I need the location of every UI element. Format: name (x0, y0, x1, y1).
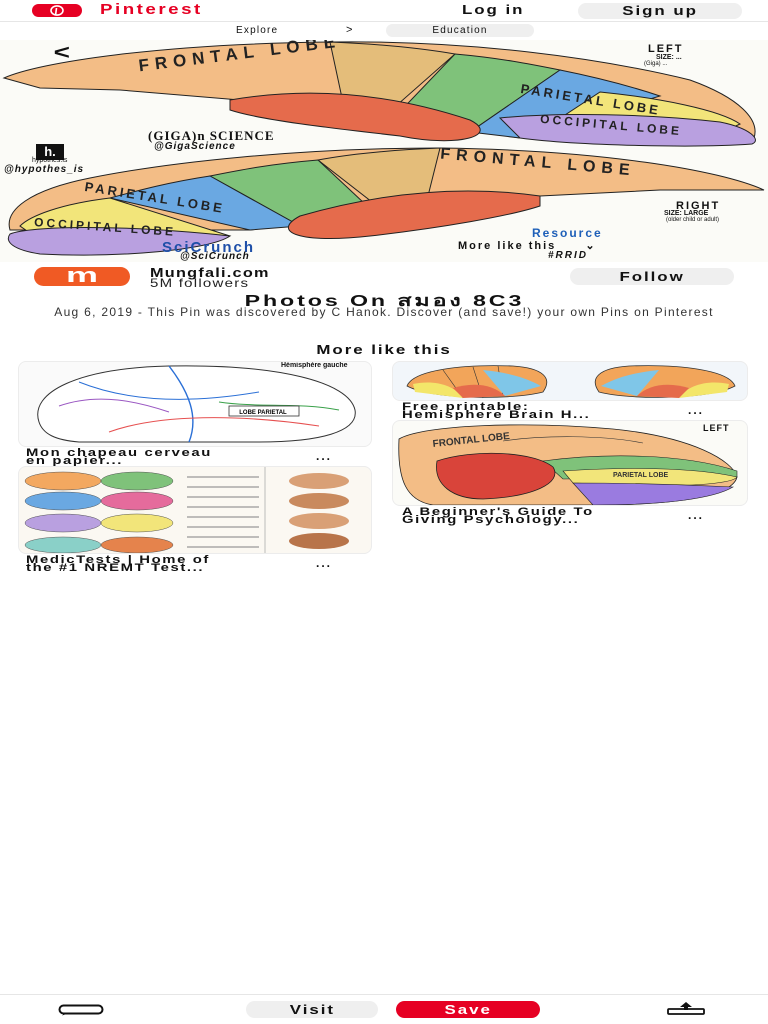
pinterest-icon (50, 5, 64, 16)
pin-card-title-line2: en papier... (26, 455, 124, 467)
hypothesis-caption: hypothes.is (32, 157, 68, 164)
more-like-this-heading: More like this (0, 342, 768, 357)
rrid-text: #RRID (548, 250, 589, 261)
scicrunch-handle: @SciCrunch (180, 251, 250, 262)
pin-card-title-line2: Hemisphere Brain H... (402, 409, 591, 421)
breadcrumb-explore[interactable]: Explore (236, 25, 279, 36)
creator-name[interactable]: Mungfali.com (150, 265, 270, 280)
svg-text:PARIETAL LOBE: PARIETAL LOBE (613, 472, 669, 479)
top-bar: Pinterest Log in Sign up (0, 0, 768, 22)
more-options-icon[interactable]: ... (688, 403, 705, 417)
creator-followers: 5M followers (150, 276, 250, 290)
card-image-caption: Hémisphère gauche (281, 362, 348, 369)
bottom-action-bar: Visit Save (0, 994, 768, 1024)
save-button[interactable]: Save (396, 1001, 540, 1018)
left-size: SIZE: ... (656, 54, 682, 61)
pin-title: Photos On สมอง 8C3 (0, 289, 768, 314)
top-brain (2, 41, 756, 147)
brain-lobes-illustration (2, 41, 765, 256)
signup-button[interactable]: Sign up (578, 3, 742, 19)
comment-icon-glyph (58, 1004, 104, 1016)
pin-card-title-line1: Mon chapeau cerveau (26, 447, 212, 459)
pin-card-image[interactable] (392, 361, 748, 401)
pin-description: Aug 6, 2019 - This Pin was discovered by… (54, 305, 714, 319)
follow-button[interactable]: Follow (570, 268, 734, 285)
more-options-icon[interactable]: ... (688, 508, 705, 522)
beginners-guide-brain-image: FRONTAL LOBE PARIETAL LOBE (398, 424, 738, 505)
pin-card-image[interactable] (18, 466, 372, 554)
pinterest-logo[interactable] (32, 4, 82, 17)
pin-card-image[interactable]: FRONTAL LOBE PARIETAL LOBE LEFT (392, 420, 748, 506)
svg-text:LOBE PARIETAL: LOBE PARIETAL (239, 410, 287, 416)
brand-name[interactable]: Pinterest (100, 1, 203, 18)
more-options-icon[interactable]: ... (316, 556, 333, 570)
pin-card-title-line1: MedicTests | Home of (26, 554, 211, 566)
pin-card[interactable]: Free printable: Hemisphere Brain H... ..… (392, 361, 748, 421)
share-icon-glyph (667, 1002, 705, 1015)
pin-title-text: Photos On สมอง 8C3 (244, 293, 524, 310)
left-label: LEFT (648, 43, 684, 55)
medictests-chart-image (24, 467, 349, 553)
pin-card-title[interactable]: A Beginner's Guide To Giving Psychology.… (402, 507, 592, 526)
right-label: RIGHT (676, 200, 721, 212)
hemisphere-printable-image (406, 365, 736, 399)
right-size: SIZE: LARGE (664, 210, 709, 217)
visit-label: Visit (289, 1002, 335, 1017)
avatar[interactable]: m (34, 267, 130, 286)
breadcrumb: Explore > Education (0, 24, 768, 38)
gigascience-logo: (GIGA)n SCIENCE (148, 128, 275, 143)
pin-card[interactable]: FRONTAL LOBE PARIETAL LOBE LEFT A Beginn… (392, 420, 748, 526)
login-button[interactable]: Log in (462, 2, 525, 17)
avatar-letter: m (65, 267, 99, 286)
brain-sketch-image: LOBE PARIETAL (37, 365, 356, 443)
hypothesis-handle: @hypothes_is (4, 164, 85, 175)
pin-card-title[interactable]: Mon chapeau cerveau en papier... (26, 448, 210, 467)
scicrunch-logo: SciCrunch (162, 239, 256, 256)
breadcrumb-separator: > (346, 24, 354, 36)
pin-card-title-line1: Free printable: (402, 401, 530, 413)
pin-card-title-line2: the #1 NREMT Test... (26, 562, 205, 574)
pin-image[interactable]: < FRONTAL LOBE PARIETAL LOBE OCCIPITAL L… (0, 40, 768, 262)
back-arrow-icon[interactable]: < (53, 42, 71, 64)
pin-card-title-line1: A Beginner's Guide To (402, 506, 594, 518)
pin-card-title[interactable]: Free printable: Hemisphere Brain H... (402, 402, 589, 421)
more-like-this-overlay[interactable]: More like this ⌄ (458, 239, 597, 252)
bottom-brain (8, 147, 765, 256)
card-image-caption: LEFT (703, 423, 730, 433)
pin-card-title-line2: Giving Psychology... (402, 514, 580, 526)
pin-card[interactable]: LOBE PARIETAL Hémisphère gauche Mon chap… (18, 361, 372, 471)
gigascience-handle: @GigaScience (154, 141, 236, 152)
chevron-down-icon: ⌄ (585, 240, 597, 252)
right-note: (older child or adult) (666, 217, 720, 223)
pin-card-title[interactable]: MedicTests | Home of the #1 NREMT Test..… (26, 555, 208, 574)
left-note: (Giga) ... (644, 61, 668, 67)
breadcrumb-education[interactable]: Education (386, 24, 534, 37)
creator-row: m Mungfali.com 5M followers Follow (0, 264, 768, 290)
share-icon[interactable] (666, 1001, 706, 1020)
comment-icon[interactable] (58, 1003, 104, 1021)
visit-button[interactable]: Visit (246, 1001, 378, 1018)
pin-card[interactable]: MedicTests | Home of the #1 NREMT Test..… (18, 466, 372, 574)
more-options-icon[interactable]: ... (316, 449, 333, 463)
more-like-this-label: More like this (458, 240, 557, 252)
hypothesis-logo: h. (36, 144, 64, 160)
signup-label: Sign up (622, 3, 698, 18)
resource-text: Resource (532, 226, 603, 240)
follow-label: Follow (619, 269, 685, 284)
more-like-this-heading-text: More like this (316, 342, 452, 357)
pin-card-image[interactable]: LOBE PARIETAL Hémisphère gauche (18, 361, 372, 447)
save-label: Save (444, 1002, 492, 1017)
